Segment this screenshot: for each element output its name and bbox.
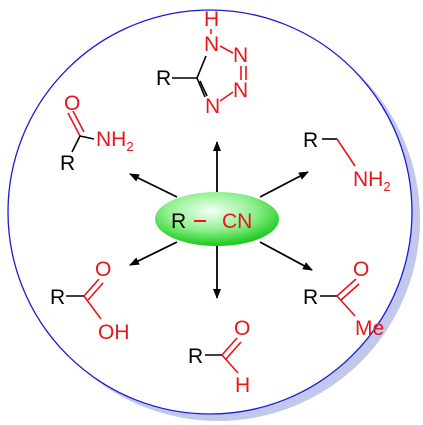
aldehyde-product: R O H bbox=[188, 317, 250, 397]
aldehyde-r: R bbox=[188, 345, 203, 368]
tetrazole-r: R bbox=[156, 67, 171, 90]
tetrazole-n4: N bbox=[205, 95, 220, 118]
tetrazole-n3: N bbox=[233, 79, 248, 102]
arrow-upleft bbox=[129, 173, 178, 198]
amine-product: R NH2 bbox=[303, 129, 391, 194]
tetrazole-h: H bbox=[204, 8, 219, 31]
nitrile-ellipse bbox=[155, 192, 279, 246]
tetrazole-n1: N bbox=[204, 33, 219, 56]
arrow-downright bbox=[259, 241, 313, 271]
acid-product: O R OH bbox=[50, 258, 130, 344]
ketone-product: O R Me bbox=[303, 258, 384, 340]
amide-nh: NH2 bbox=[96, 128, 134, 154]
arrow-upright bbox=[259, 171, 309, 198]
ketone-me: Me bbox=[355, 317, 384, 340]
amine-nh: NH2 bbox=[353, 168, 391, 194]
center-r: R bbox=[171, 210, 186, 233]
acid-o: O bbox=[95, 258, 111, 281]
ketone-r: R bbox=[303, 286, 318, 309]
amide-product: O NH2 R bbox=[60, 92, 134, 175]
tetrazole-product: R H N N N N bbox=[156, 8, 248, 118]
center-cn: CN bbox=[222, 210, 252, 233]
amide-r: R bbox=[60, 152, 75, 175]
aldehyde-o: O bbox=[234, 317, 250, 340]
ketone-o: O bbox=[353, 258, 369, 281]
acid-oh: OH bbox=[98, 321, 130, 344]
acid-r: R bbox=[50, 286, 65, 309]
tetrazole-n2: N bbox=[233, 44, 248, 67]
arrow-downleft bbox=[129, 241, 178, 266]
amide-o: O bbox=[64, 92, 80, 115]
amine-r: R bbox=[303, 129, 318, 152]
aldehyde-h: H bbox=[235, 374, 250, 397]
